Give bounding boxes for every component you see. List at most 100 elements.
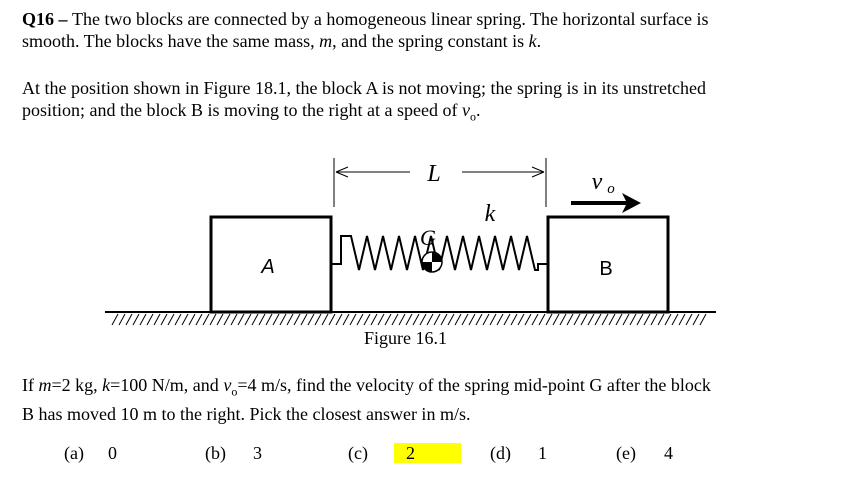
hatch-mark xyxy=(685,313,693,326)
hatch-mark xyxy=(118,313,126,326)
hatch-mark xyxy=(510,313,518,326)
hatch-mark xyxy=(531,313,539,326)
prompt-velocity-subscript: o xyxy=(231,384,238,399)
hatch-mark xyxy=(335,313,343,326)
prompt-spring-symbol: k xyxy=(102,375,111,395)
prompt-line-1: If m=2 kg, k=100 N/m, and vo=4 m/s, find… xyxy=(22,374,822,403)
question-line-2-mid: , and the spring constant is xyxy=(332,31,529,51)
hatch-mark xyxy=(461,313,469,326)
hatch-mark xyxy=(125,313,133,326)
prompt-velocity-symbol: v xyxy=(223,375,232,395)
hatch-mark xyxy=(146,313,154,326)
hatch-mark xyxy=(188,313,196,326)
block-a-label: A xyxy=(260,256,274,278)
question-line-2-end: . xyxy=(536,31,542,51)
prompt-line-1-b: =2 kg, xyxy=(51,375,103,395)
hatch-mark xyxy=(552,313,560,326)
hatch-mark xyxy=(216,313,224,326)
choice-c[interactable]: (c) 2 xyxy=(348,442,461,464)
question-text: Q16 – The two blocks are connected by a … xyxy=(22,8,822,52)
hatch-mark xyxy=(167,313,175,326)
prompt-line-1-a: If xyxy=(22,375,39,395)
hatch-mark xyxy=(405,313,413,326)
choice-d-label: (d) xyxy=(490,443,511,463)
question-line-1: Q16 – The two blocks are connected by a … xyxy=(22,8,822,30)
hatch-mark xyxy=(314,313,322,326)
hatch-mark xyxy=(160,313,168,326)
spring-constant-label: k xyxy=(485,201,496,227)
velocity-subscript: o xyxy=(469,109,476,124)
velocity-label: v xyxy=(592,169,603,195)
hatch-mark xyxy=(447,313,455,326)
hatch-mark xyxy=(629,313,637,326)
hatch-mark xyxy=(370,313,378,326)
hatch-mark xyxy=(342,313,350,326)
hatch-mark xyxy=(384,313,392,326)
hatch-mark xyxy=(412,313,420,326)
choice-e-label: (e) xyxy=(616,443,636,463)
hatch-mark xyxy=(657,313,665,326)
hatch-mark xyxy=(692,313,700,326)
setup-line-2: position; and the block B is moving to t… xyxy=(22,99,822,128)
question-line-2-pre: smooth. The blocks have the same mass, xyxy=(22,31,320,51)
prompt-line-1-d: =4 m/s, find the velocity of the spring … xyxy=(237,375,711,395)
hatch-mark xyxy=(538,313,546,326)
dimension-arrow-left-icon xyxy=(335,166,349,178)
prompt-line-2: B has moved 10 m to the right. Pick the … xyxy=(22,403,471,424)
hatch-mark xyxy=(426,313,434,326)
hatch-mark xyxy=(601,313,609,326)
dimension-arrow-right-icon xyxy=(531,166,545,178)
hatch-mark xyxy=(545,313,553,326)
setup-text: At the position shown in Figure 18.1, th… xyxy=(22,77,822,128)
question-line-1-text: The two blocks are connected by a homoge… xyxy=(72,9,709,29)
midpoint-g-label: G xyxy=(420,225,436,250)
hatch-mark xyxy=(230,313,238,326)
hatch-mark xyxy=(517,313,525,326)
prompt-text: If m=2 kg, k=100 N/m, and vo=4 m/s, find… xyxy=(22,374,822,425)
hatch-mark xyxy=(328,313,336,326)
figure-caption: Figure 16.1 xyxy=(364,328,447,348)
hatch-mark xyxy=(258,313,266,326)
hatch-mark xyxy=(307,313,315,326)
choice-c-value-highlighted: 2 xyxy=(394,443,461,463)
hatch-mark xyxy=(699,313,707,326)
hatch-mark xyxy=(391,313,399,326)
choice-e-value: 4 xyxy=(664,443,673,463)
hatch-mark xyxy=(440,313,448,326)
hatch-mark xyxy=(419,313,427,326)
block-b-label: B xyxy=(599,258,612,280)
hatch-mark xyxy=(594,313,602,326)
hatch-mark xyxy=(615,313,623,326)
velocity-symbol: v xyxy=(461,100,470,120)
choice-d[interactable]: (d) 1 xyxy=(490,442,547,464)
hatch-mark xyxy=(573,313,581,326)
setup-line-2-pre: position; and the block B is moving to t… xyxy=(22,100,462,120)
mass-symbol: m xyxy=(319,31,333,51)
hatch-mark xyxy=(678,313,686,326)
hatch-mark xyxy=(195,313,203,326)
choice-c-label: (c) xyxy=(348,443,368,463)
hatch-mark xyxy=(398,313,406,326)
prompt-line-1-c: =100 N/m, and xyxy=(110,375,224,395)
choice-b-value: 3 xyxy=(253,443,262,463)
hatch-mark xyxy=(202,313,210,326)
spring-coil xyxy=(331,235,548,271)
hatch-mark xyxy=(622,313,630,326)
hatch-mark xyxy=(587,313,595,326)
hatch-mark xyxy=(174,313,182,326)
choice-d-value: 1 xyxy=(538,443,547,463)
hatch-mark xyxy=(489,313,497,326)
hatch-mark xyxy=(377,313,385,326)
velocity-arrow-icon xyxy=(622,193,641,213)
choice-b[interactable]: (b)3 xyxy=(205,442,262,464)
hatch-mark xyxy=(265,313,273,326)
prompt-mass-symbol: m xyxy=(38,375,52,395)
hatch-mark xyxy=(363,313,371,326)
hatch-mark xyxy=(153,313,161,326)
choice-e[interactable]: (e) 4 xyxy=(616,442,673,464)
question-label: Q16 – xyxy=(22,9,73,29)
choice-a[interactable]: (a)0 xyxy=(64,442,117,464)
hatch-mark xyxy=(321,313,329,326)
hatch-mark xyxy=(566,313,574,326)
